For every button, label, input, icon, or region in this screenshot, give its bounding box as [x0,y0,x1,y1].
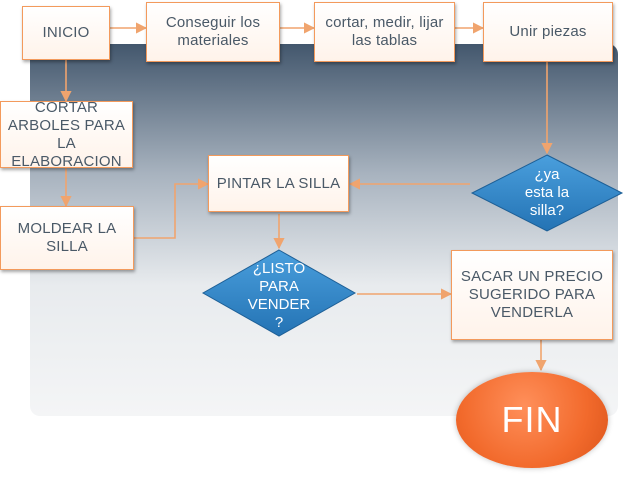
node-pintar-silla: PINTAR LA SILLA [208,155,349,212]
node-conseguir-materiales-label: Conseguir los materiales [165,14,261,49]
node-sacar-precio-label: SACAR UN PRECIO SUGERIDO PARA VENDERLA [460,268,604,321]
node-fin-label: FIN [501,399,563,440]
decision-ya-esta-silla: ¿ya esta la silla? [470,153,624,233]
decision-listo-vender: ¿LISTO PARA VENDER ? [201,248,357,338]
node-cortar-medir-lijar-label: cortar, medir, lijar las tablas [325,14,444,49]
node-moldear-silla-label: MOLDEAR LA SILLA [17,220,117,255]
decision-listo-label: ¿LISTO PARA VENDER ? [247,260,311,331]
node-cortar-arboles: CORTAR ARBOLES PARA LA ELABORACION [0,98,133,170]
decision-listo-shape [201,249,357,337]
node-unir-piezas: Unir piezas [483,2,613,62]
node-unir-piezas-label: Unir piezas [509,23,587,40]
node-sacar-precio: SACAR UN PRECIO SUGERIDO PARA VENDERLA [451,250,613,340]
node-inicio-label: INICIO [42,24,90,41]
decision-ya-esta-label: ¿ya esta la silla? [524,166,570,219]
decision-ya-esta-shape [470,154,624,232]
node-cortar-medir-lijar: cortar, medir, lijar las tablas [314,2,455,62]
arrow-moldear-to-pintar [134,178,210,239]
node-inicio: INICIO [22,6,110,60]
node-moldear-silla: MOLDEAR LA SILLA [0,206,134,270]
node-conseguir-materiales: Conseguir los materiales [146,2,280,62]
node-fin: FIN [456,372,608,468]
node-pintar-silla-label: PINTAR LA SILLA [216,174,341,192]
node-cortar-arboles-label: CORTAR ARBOLES PARA LA ELABORACION [7,98,126,170]
